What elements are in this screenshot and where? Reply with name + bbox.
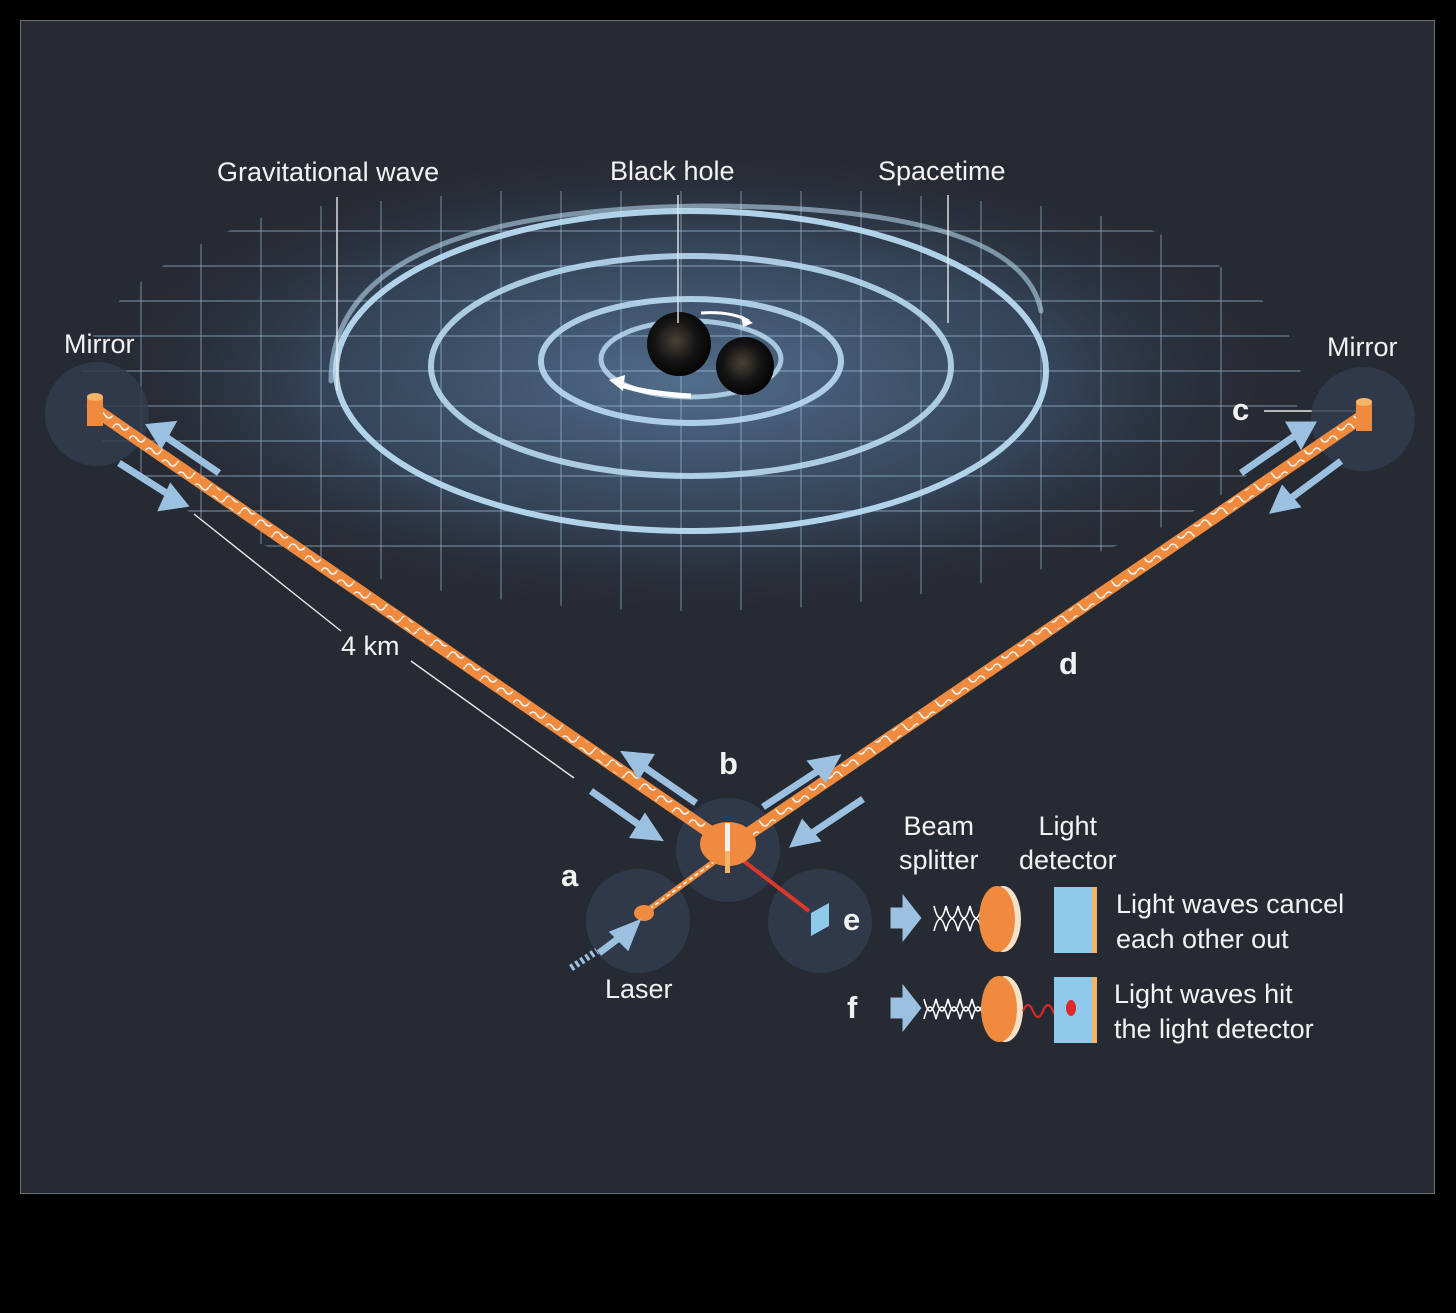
label-light-detector-line2: detector bbox=[1019, 845, 1117, 875]
marker-d: d bbox=[1059, 646, 1078, 681]
marker-e: e bbox=[843, 902, 861, 937]
legend-f-line2: the light detector bbox=[1114, 1014, 1314, 1044]
legend-f-text: Light waves hit the light detector bbox=[1114, 977, 1314, 1047]
label-mirror-left: Mirror bbox=[64, 329, 135, 359]
label-light-detector-line1: Light bbox=[1038, 811, 1098, 841]
mirror-right-shape bbox=[1356, 398, 1372, 431]
label-beam-splitter-line2: splitter bbox=[899, 845, 979, 875]
legend-e-line2: each other out bbox=[1116, 924, 1289, 954]
marker-f: f bbox=[847, 990, 858, 1025]
marker-c: c bbox=[1232, 392, 1250, 427]
marker-a: a bbox=[561, 858, 579, 893]
label-black-hole: Black hole bbox=[610, 156, 735, 186]
legend-e-line1: Light waves cancel bbox=[1116, 889, 1345, 919]
legend-f-line1: Light waves hit bbox=[1114, 979, 1293, 1009]
legend-graphics bbox=[923, 886, 1097, 1043]
diagram-panel: Gravitational wave Black hole Spacetime … bbox=[20, 20, 1435, 1194]
label-spacetime: Spacetime bbox=[878, 156, 1006, 186]
mirror-left-shape bbox=[87, 393, 103, 426]
marker-b: b bbox=[719, 746, 738, 781]
legend-e-text: Light waves cancel each other out bbox=[1116, 887, 1344, 957]
black-hole-2 bbox=[716, 337, 774, 395]
label-mirror-right: Mirror bbox=[1327, 332, 1398, 362]
black-hole-1 bbox=[647, 312, 711, 376]
label-light-detector: Light detector bbox=[1019, 809, 1117, 877]
laser-beams bbox=[93, 405, 1367, 936]
label-laser: Laser bbox=[605, 974, 673, 1004]
spacetime-fabric bbox=[71, 141, 1311, 621]
label-beam-splitter: Beam splitter bbox=[899, 809, 979, 877]
label-gravitational-wave: Gravitational wave bbox=[217, 157, 440, 187]
label-beam-splitter-line1: Beam bbox=[903, 811, 975, 841]
label-distance: 4 km bbox=[341, 631, 400, 661]
interferometer-illustration bbox=[45, 141, 1415, 1043]
